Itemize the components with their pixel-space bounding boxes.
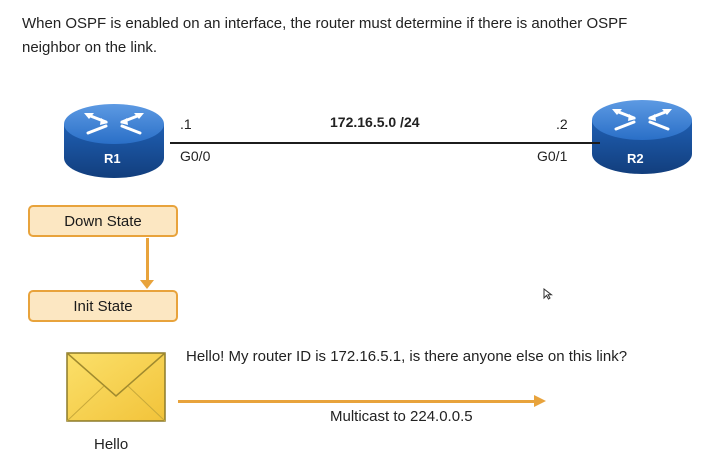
multicast-label: Multicast to 224.0.0.5 bbox=[330, 408, 473, 425]
router-icon bbox=[64, 104, 164, 178]
envelope-icon bbox=[66, 352, 166, 427]
r1-interface-label: G0/0 bbox=[180, 148, 211, 164]
r2-interface-label: G0/1 bbox=[537, 148, 568, 164]
r2-host-label: .2 bbox=[556, 116, 568, 132]
state-down: Down State bbox=[28, 205, 178, 237]
router-icon bbox=[592, 100, 692, 174]
router-r2 bbox=[586, 94, 698, 178]
hello-message: Hello! My router ID is 172.16.5.1, is th… bbox=[186, 348, 628, 365]
intro-text: When OSPF is enabled on an interface, th… bbox=[22, 15, 628, 56]
network-label: 172.16.5.0 /24 bbox=[330, 114, 420, 130]
router-r1 bbox=[58, 98, 170, 182]
state-flow-arrow-head bbox=[140, 280, 154, 289]
cursor-icon bbox=[543, 287, 553, 305]
multicast-arrow-head bbox=[534, 395, 546, 407]
multicast-arrow bbox=[178, 400, 536, 403]
state-init: Init State bbox=[28, 290, 178, 322]
network-link bbox=[170, 142, 600, 144]
state-flow-arrow bbox=[146, 238, 149, 282]
router-r1-label: R1 bbox=[104, 151, 121, 166]
router-r2-label: R2 bbox=[627, 151, 644, 166]
envelope-label: Hello bbox=[94, 436, 129, 453]
r1-host-label: .1 bbox=[180, 116, 192, 132]
